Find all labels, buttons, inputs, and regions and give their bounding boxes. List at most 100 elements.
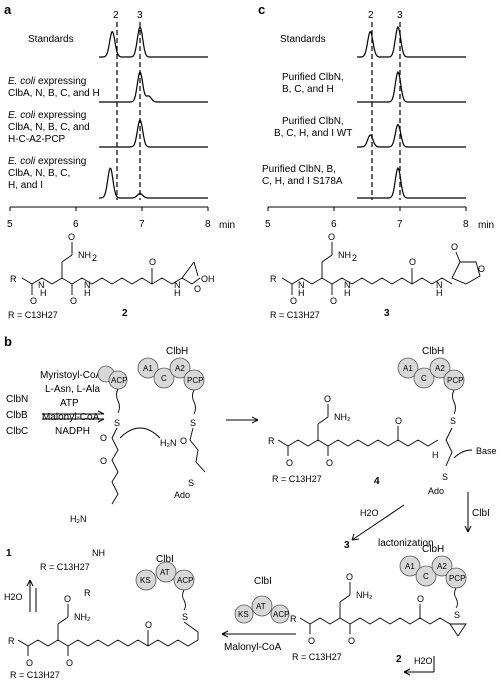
svg-text:O: O	[194, 284, 201, 294]
svg-text:N: N	[38, 280, 45, 290]
x-tick-label: 7	[139, 219, 145, 230]
svg-text:O: O	[30, 296, 37, 306]
panel-a-trace-label-3b: ClbA, N, B, C, and	[8, 122, 90, 133]
svg-text:AT: AT	[160, 568, 170, 577]
panel-a-x-unit: min	[219, 220, 235, 231]
svg-text:O: O	[64, 594, 71, 604]
panel-c-peak-label-3: 3	[397, 10, 403, 21]
svg-text:NH₂: NH₂	[74, 612, 91, 622]
domain-c-2	[413, 367, 435, 389]
panel-c-traces	[357, 25, 466, 199]
clbh-label-2: ClbH	[422, 346, 444, 357]
compound-3-label-b: 3	[344, 540, 350, 551]
svg-text:A2: A2	[175, 364, 185, 373]
panel-a-trace-label-1: Standards	[28, 34, 74, 45]
svg-text:A1: A1	[143, 364, 153, 373]
compound-4-label: 4	[374, 476, 380, 487]
panel-a-peak-label-3: 3	[137, 10, 143, 21]
malonyl-coa-label: Malonyl-CoA	[224, 642, 282, 653]
panel-c-trace-label-3b: B, C, H, and I WT	[274, 128, 352, 139]
domain-at-3	[155, 561, 177, 583]
svg-text:NH₂: NH₂	[356, 590, 373, 600]
panel-a-trace-label-2a: E. coli expressing	[8, 76, 86, 87]
domain-a1-1	[137, 357, 159, 379]
compound-3-structure: R O O N H N H O NH 2 O N H O O 3 R = C13…	[270, 232, 485, 320]
svg-text:H2O: H2O	[360, 508, 379, 518]
panel-c-peak-label-2: 2	[368, 10, 374, 21]
svg-text:A1: A1	[403, 364, 413, 373]
panel-a-trace-label-4c: H, and I	[8, 180, 43, 191]
panel-c-trace-label-3a: Purified ClbN,	[282, 116, 344, 127]
svg-text:O: O	[328, 232, 335, 242]
svg-text:NH₂: NH₂	[334, 412, 351, 422]
domain-a1-2	[397, 357, 419, 379]
svg-text:R: R	[268, 436, 275, 446]
panel-a-trace-label-2b: ClbA, N, B, C, and H	[8, 88, 100, 99]
svg-text:R: R	[84, 588, 91, 598]
svg-text:N: N	[84, 280, 91, 290]
svg-text:ACP: ACP	[177, 576, 193, 585]
clbi-label-1: ClbI	[472, 508, 490, 519]
svg-text:O: O	[478, 264, 485, 274]
substrate-2: L-Asn, L-Ala	[45, 384, 100, 395]
svg-text:OH: OH	[201, 274, 215, 284]
compound-2-label-b: 2	[396, 654, 402, 665]
svg-text:S: S	[114, 418, 120, 428]
svg-text:H: H	[40, 288, 47, 298]
x-tick-label: 5	[265, 219, 271, 230]
enzyme-clbc: ClbC	[6, 426, 28, 437]
substrate-4: Malonyl-CoA	[42, 412, 100, 423]
lactonization-label: lactonization	[378, 538, 434, 549]
svg-text:O: O	[70, 296, 77, 306]
svg-text:H2O: H2O	[4, 592, 23, 602]
svg-text:Ado: Ado	[428, 486, 444, 496]
panel-a-compound-label: 2	[122, 308, 128, 319]
svg-text:H: H	[298, 288, 305, 298]
clbi-bound-compound: S R O O O NH₂ O R = C13H27	[8, 589, 199, 680]
x-tick-label: 6	[331, 219, 337, 230]
panel-c-letter: c	[258, 2, 265, 17]
clbi-label-3: ClbI	[156, 554, 174, 565]
svg-text:AT: AT	[256, 602, 266, 611]
compound-4-structure: S R O O O NH₂ O H Base S Ado R = C13H27 …	[268, 389, 497, 496]
svg-text:ACP: ACP	[111, 376, 127, 385]
chromatogram-trace	[357, 166, 466, 199]
svg-text:O: O	[100, 456, 107, 466]
svg-text:S: S	[450, 416, 456, 426]
svg-text:S: S	[188, 478, 194, 488]
domain-c-1	[153, 367, 175, 389]
svg-text:O: O	[180, 436, 187, 446]
svg-text:O: O	[100, 433, 107, 443]
panel-a-trace-label-3c: H-C-A2-PCP	[8, 134, 66, 145]
svg-text:O: O	[286, 458, 293, 468]
enzyme-clbb: ClbB	[6, 410, 28, 421]
svg-text:O: O	[409, 257, 416, 267]
svg-text:C: C	[161, 374, 167, 383]
domain-ks-2	[234, 604, 254, 624]
chromatogram-trace	[99, 118, 208, 148]
svg-text:R: R	[270, 274, 277, 284]
svg-text:H: H	[432, 450, 439, 460]
svg-text:H: H	[344, 288, 351, 298]
svg-text:NH: NH	[78, 250, 91, 260]
chromatogram-trace	[99, 167, 208, 199]
svg-text:O: O	[348, 636, 355, 646]
svg-text:A2: A2	[437, 562, 447, 571]
compound-2-structure: R O O H N N H O NH 2 O N H O OH 2 R = C1…	[8, 232, 215, 320]
svg-text:O: O	[417, 594, 424, 604]
svg-text:O: O	[346, 572, 353, 582]
svg-text:NH: NH	[92, 548, 105, 558]
svg-text:O: O	[145, 620, 152, 630]
svg-text:H: H	[436, 288, 443, 298]
domain-a2-3	[431, 555, 453, 577]
domain-a2-2	[429, 357, 451, 379]
panel-a-trace-label-3a: E. coli expressing	[8, 110, 86, 121]
svg-text:O: O	[324, 394, 331, 404]
panel-c-compound-label: 3	[384, 308, 390, 319]
svg-text:H₂N: H₂N	[160, 438, 177, 448]
svg-text:O: O	[326, 458, 333, 468]
panel-a-trace-label-4b: ClbA, N, B, C,	[8, 168, 70, 179]
svg-text:O: O	[66, 658, 73, 668]
